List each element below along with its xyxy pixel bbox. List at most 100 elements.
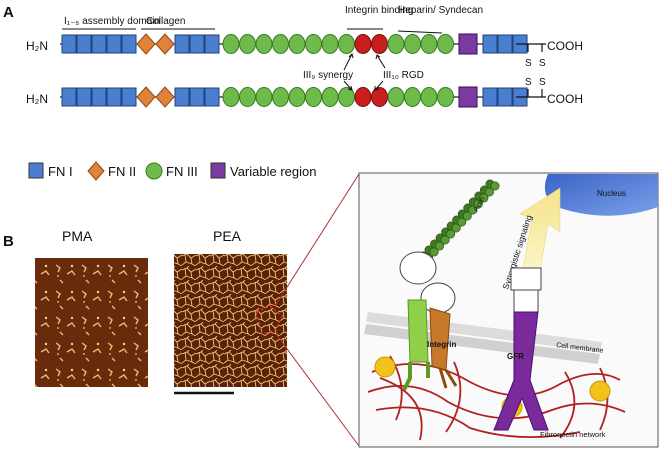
fn1-module [497,34,513,54]
legend-swatch-0 [28,162,44,179]
fn3-module [387,34,405,54]
fn1-module [482,34,498,54]
fn2-module [136,86,156,108]
fn2-module [155,33,175,55]
fn3-integrin-module [354,87,372,107]
pma-afm-image [35,258,148,387]
fn3-integrin-module [371,87,388,107]
legend-label-2: FN III [166,164,198,179]
fn3-module [420,34,438,54]
zoom-region-marker [255,305,283,335]
fn3-module [288,87,306,107]
gf-ball-right [589,380,611,402]
legend-swatch-1 [87,161,105,181]
fn2-module [136,33,156,55]
fn3-module [404,87,421,107]
n-terminus-bottom: H₂N [26,92,48,106]
fn3-module [222,87,240,107]
legend-label-1: FN II [108,164,136,179]
c-terminus-bottom: COOH [547,92,583,106]
collagen-label: Collagen [146,16,185,27]
panel-a-label: A [3,4,14,21]
fn1-module [91,34,107,54]
schematic-panel: Nucleus Synergistic signaling Actin Cell… [358,172,659,448]
integrin-receptor [399,251,458,391]
fn3-module [437,87,454,107]
disulfide-s1: S [525,58,532,69]
fn1-module [482,87,498,107]
fn1-module [189,34,205,54]
nucleus [544,174,658,216]
fn3-module [255,87,273,107]
fn1-module [76,87,92,107]
legend: FN I FN II FN III Variable region [28,161,316,181]
disulfide-bridge [516,43,546,98]
fn-chain-bottom [60,86,528,108]
nucleus-label: Nucleus [597,189,626,198]
fn1-module [204,87,220,107]
fn1-module [121,87,137,107]
panel-b-label: B [3,233,14,250]
integrin-label: Integrin [427,340,456,349]
disulfide-s4: S [539,77,546,88]
fn2-module [155,86,175,108]
gf-ball-left [374,356,396,378]
fn3-integrin-module [354,34,372,54]
zoom-connector-bottom [275,333,360,447]
fn3-module [305,34,322,54]
integrin-binding-text: Integrin binding [345,5,413,16]
network-label: Fibronectin network [540,430,606,439]
fn3-module [420,87,438,107]
fn3-module [239,87,256,107]
fn1-module [121,34,137,54]
actin-bead [490,181,500,191]
fn1-module [76,34,92,54]
n-terminus-top: H₂N [26,39,48,53]
heparin-label: Heparin/ Syndecan [398,5,483,16]
fn3-integrin-module [371,34,388,54]
gfr-label: GFR [507,352,524,361]
fn3-module [387,87,405,107]
gfr-receptor [493,267,549,431]
fn1-module [106,87,122,107]
annotation-arrows [343,53,386,91]
fn1-module [174,87,190,107]
fn3-module [305,87,322,107]
zoom-connector-top [274,173,360,307]
fn3-module [255,34,273,54]
pea-afm-image [174,254,287,387]
fn1-module [61,87,77,107]
pea-title: PEA [213,228,242,244]
fn3-module [272,87,289,107]
assembly-domain-label: I₁₋₅ assembly domain [64,16,160,27]
fn3-module [272,34,289,54]
synergy-annotation: III₉ synergy [303,70,353,81]
fn3-module [404,34,421,54]
fn3-module [222,34,240,54]
fn1-module [61,34,77,54]
legend-swatch-2 [145,162,163,180]
fn3-module [338,34,355,54]
c-terminus-top: COOH [547,39,583,53]
legend-label-0: FN I [48,164,73,179]
fn3-module [239,34,256,54]
fn1-module [204,34,220,54]
fn1-module [106,34,122,54]
fn-chain-top [60,33,528,55]
disulfide-s2: S [539,58,546,69]
fn3-module [437,34,454,54]
fn1-module [189,87,205,107]
integrin-binding-label: Integrin binding [345,5,413,16]
disulfide-s3: S [525,77,532,88]
fn1-module [91,87,107,107]
fn1-module [174,34,190,54]
heparin-bracket [397,30,443,34]
fn3-module [321,87,339,107]
fn1-module [497,87,513,107]
legend-swatch-3 [210,162,226,179]
legend-label-3: Variable region [230,164,316,179]
fn3-module [288,34,306,54]
rgd-annotation: III₁₀ RGD [383,70,424,81]
pma-title: PMA [62,228,93,244]
variable-region [458,86,478,108]
